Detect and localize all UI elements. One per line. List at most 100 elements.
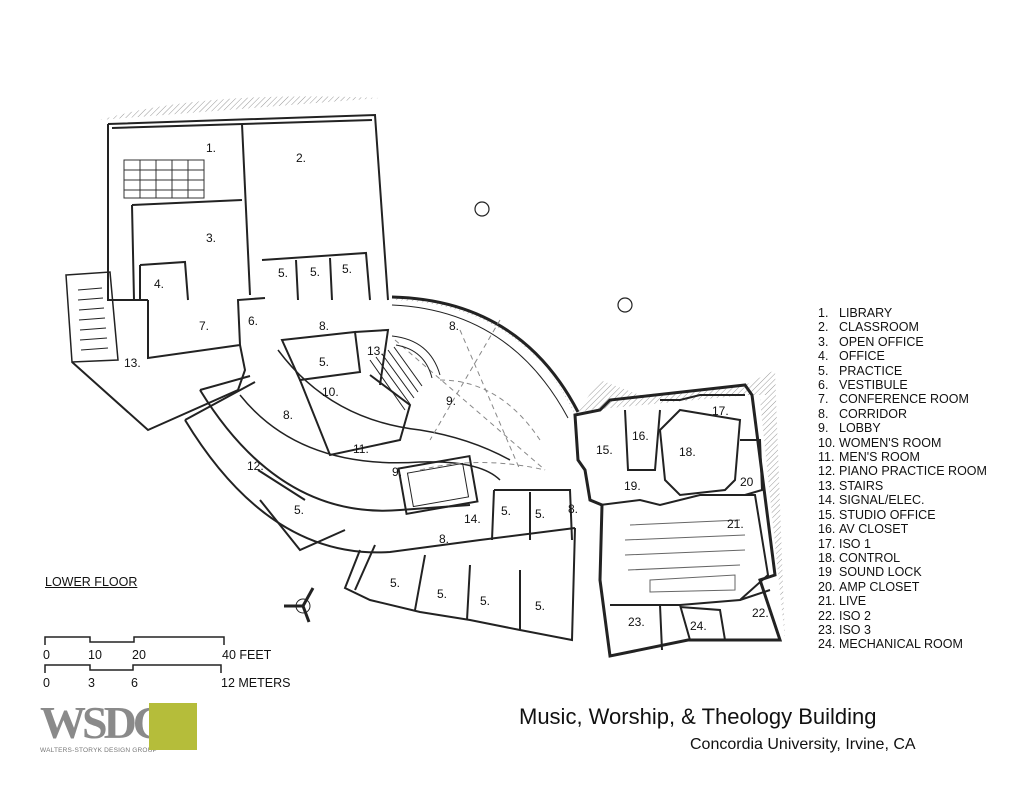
legend-number: 14.: [818, 493, 836, 508]
legend-item: 6.VESTIBULE: [818, 378, 987, 392]
legend-number: 3.: [818, 334, 829, 349]
north-arrow-icon: [284, 587, 315, 623]
logo-text: WSDG: [40, 697, 169, 748]
room-label: 24.: [690, 619, 707, 633]
legend-item: 16.AV CLOSET: [818, 522, 987, 536]
legend-number: 16.: [818, 522, 836, 537]
legend-item: 17.ISO 1: [818, 537, 987, 551]
legend-number: 1.: [818, 306, 829, 320]
room-label: 18.: [679, 445, 696, 459]
legend-number: 7.: [818, 392, 829, 407]
room-label: 20: [740, 475, 754, 489]
site-column-marker: [474, 201, 490, 217]
legend-label: SOUND LOCK: [839, 565, 922, 580]
scale-feet-10: 10: [88, 648, 102, 662]
legend-label: WOMEN'S ROOM: [839, 435, 942, 450]
room-legend: 1. LIBRARY 2. CLASSROOM 3. OPEN OFFICE 4. OFFIC…: [818, 306, 987, 652]
legend-number: 12.: [818, 464, 836, 479]
legend-number: 23.: [818, 622, 836, 637]
legend-item: 9.LOBBY: [818, 421, 987, 435]
room-label: 5.: [501, 504, 511, 518]
room-label: 9.: [446, 394, 456, 408]
room-label: 21.: [727, 517, 744, 531]
logo-subtext: WALTERS-STORYK DESIGN GROUP: [40, 747, 158, 754]
room-label: 9.: [392, 465, 402, 479]
room-label: 22.: [752, 606, 769, 620]
legend-number: 5.: [818, 363, 829, 378]
legend-number: 13.: [818, 478, 836, 493]
legend-label: PIANO PRACTICE ROOM: [839, 464, 987, 479]
room-label: 8.: [283, 408, 293, 422]
room-label: 5.: [390, 576, 400, 590]
room-label: 6.: [248, 314, 258, 328]
site-column-marker: [617, 297, 633, 313]
room-label: 5.: [342, 262, 352, 276]
legend-label: ISO 1: [839, 536, 871, 551]
walls: [65, 113, 783, 658]
room-label: 5.: [535, 507, 545, 521]
room-label: 8.: [439, 532, 449, 546]
room-label: 8.: [319, 319, 329, 333]
room-label: 5.: [294, 503, 304, 517]
room-label: 19.: [624, 479, 641, 493]
legend-item: 10.WOMEN'S ROOM: [818, 436, 987, 450]
legend-item: 7.CONFERENCE ROOM: [818, 392, 987, 406]
drawing-subtitle: Concordia University, Irvine, CA: [690, 736, 916, 753]
drawing-title: Music, Worship, & Theology Building: [519, 704, 877, 729]
logo-accent-square: [149, 703, 197, 750]
legend-label: LOBBY: [839, 421, 881, 436]
legend-label: LIBRARY: [839, 306, 893, 320]
room-label: 2.: [296, 151, 306, 165]
legend-item: 11.MEN'S ROOM: [818, 450, 987, 464]
legend-number: 19: [818, 565, 832, 580]
room-label: 16.: [632, 429, 649, 443]
legend-item: 13.STAIRS: [818, 479, 987, 493]
room-label: 23.: [628, 615, 645, 629]
scale-m-6: 6: [131, 676, 138, 690]
legend-label: PRACTICE: [839, 363, 903, 378]
legend-item: 8.CORRIDOR: [818, 407, 987, 421]
scale-feet-40: 40 FEET: [222, 648, 272, 662]
legend-number: 22.: [818, 608, 836, 623]
legend-label: SIGNAL/ELEC.: [839, 493, 925, 508]
room-label: 15.: [596, 443, 613, 457]
room-label: 13.: [367, 344, 384, 358]
legend-number: 8.: [818, 406, 829, 421]
scale-feet-20: 20: [132, 648, 146, 662]
legend-item: 4. OFFICE: [818, 349, 987, 363]
legend-label: OPEN OFFICE: [839, 334, 924, 349]
legend-item: 1. LIBRARY: [818, 306, 987, 320]
lobby-dashed-lines: [394, 319, 546, 471]
legend-number: 2.: [818, 320, 829, 335]
room-label: 5.: [535, 599, 545, 613]
legend-item: 12.PIANO PRACTICE ROOM: [818, 464, 987, 478]
legend-item: 22.ISO 2: [818, 609, 987, 623]
scale-bar: [44, 636, 225, 673]
legend-number: 15.: [818, 507, 836, 522]
room-label: 12.: [247, 459, 264, 473]
room-label: 5.: [310, 265, 320, 279]
room-label: 8.: [449, 319, 459, 333]
legend-label: OFFICE: [839, 349, 885, 364]
room-label: 1.: [206, 141, 216, 155]
legend-item: 24.MECHANICAL ROOM: [818, 637, 987, 651]
room-label: 3.: [206, 231, 216, 245]
room-labels: 1. 2. 3. 4. 5. 5. 5. 6. 7. 8. 8. 13. 5. …: [124, 141, 769, 633]
legend-label: AV CLOSET: [839, 522, 909, 537]
legend-label: CONTROL: [839, 550, 901, 565]
legend-item: 23.ISO 3: [818, 623, 987, 637]
room-label: 10.: [322, 385, 339, 399]
legend-number: 6.: [818, 378, 829, 393]
legend-item: 21.LIVE: [818, 594, 987, 608]
west-stair: [77, 287, 109, 351]
wsdg-logo: WSDG WALTERS-STORYK DESIGN GROUP: [40, 697, 197, 754]
legend-item: 20.AMP CLOSET: [818, 580, 987, 594]
legend-label: CLASSROOM: [839, 320, 919, 335]
scale-m-0: 0: [43, 676, 50, 690]
legend-number: 10.: [818, 435, 836, 450]
legend-item: 3. OPEN OFFICE: [818, 335, 987, 349]
legend-label: AMP CLOSET: [839, 579, 920, 594]
legend-number: 11.: [818, 450, 835, 465]
legend-item: 19 SOUND LOCK: [818, 565, 987, 579]
legend-number: 4.: [818, 349, 829, 364]
